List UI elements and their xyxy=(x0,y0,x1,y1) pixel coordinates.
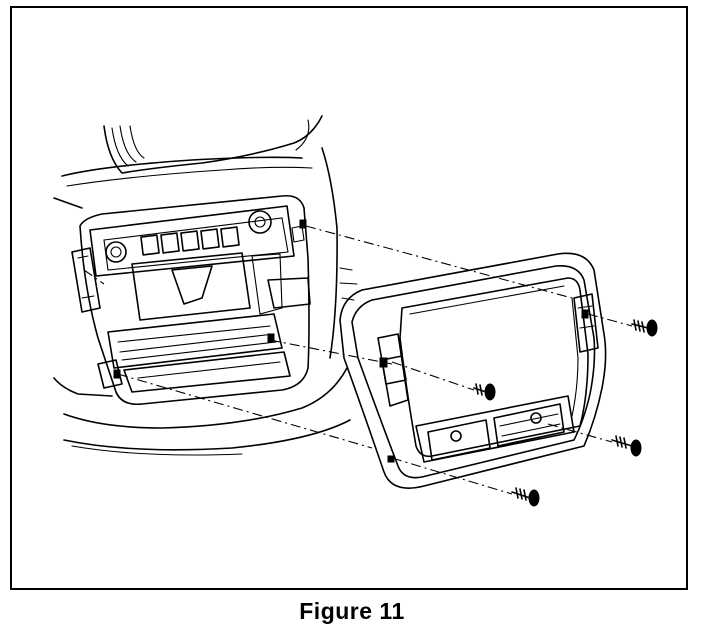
instrument-bezel xyxy=(71,194,311,406)
dashboard-contour xyxy=(53,115,358,456)
illustration-frame xyxy=(10,6,688,590)
screw-fastener-lower-right xyxy=(611,435,642,457)
alignment-leader-lines xyxy=(83,225,633,495)
screw-fastener-bottom xyxy=(511,487,540,507)
screw-fastener-middle xyxy=(473,383,496,401)
figure-caption: Figure 11 xyxy=(299,598,405,624)
screw-fastener-top-right xyxy=(631,319,658,337)
trim-panel xyxy=(339,252,607,489)
trim-panel-exploded-view xyxy=(53,115,658,507)
